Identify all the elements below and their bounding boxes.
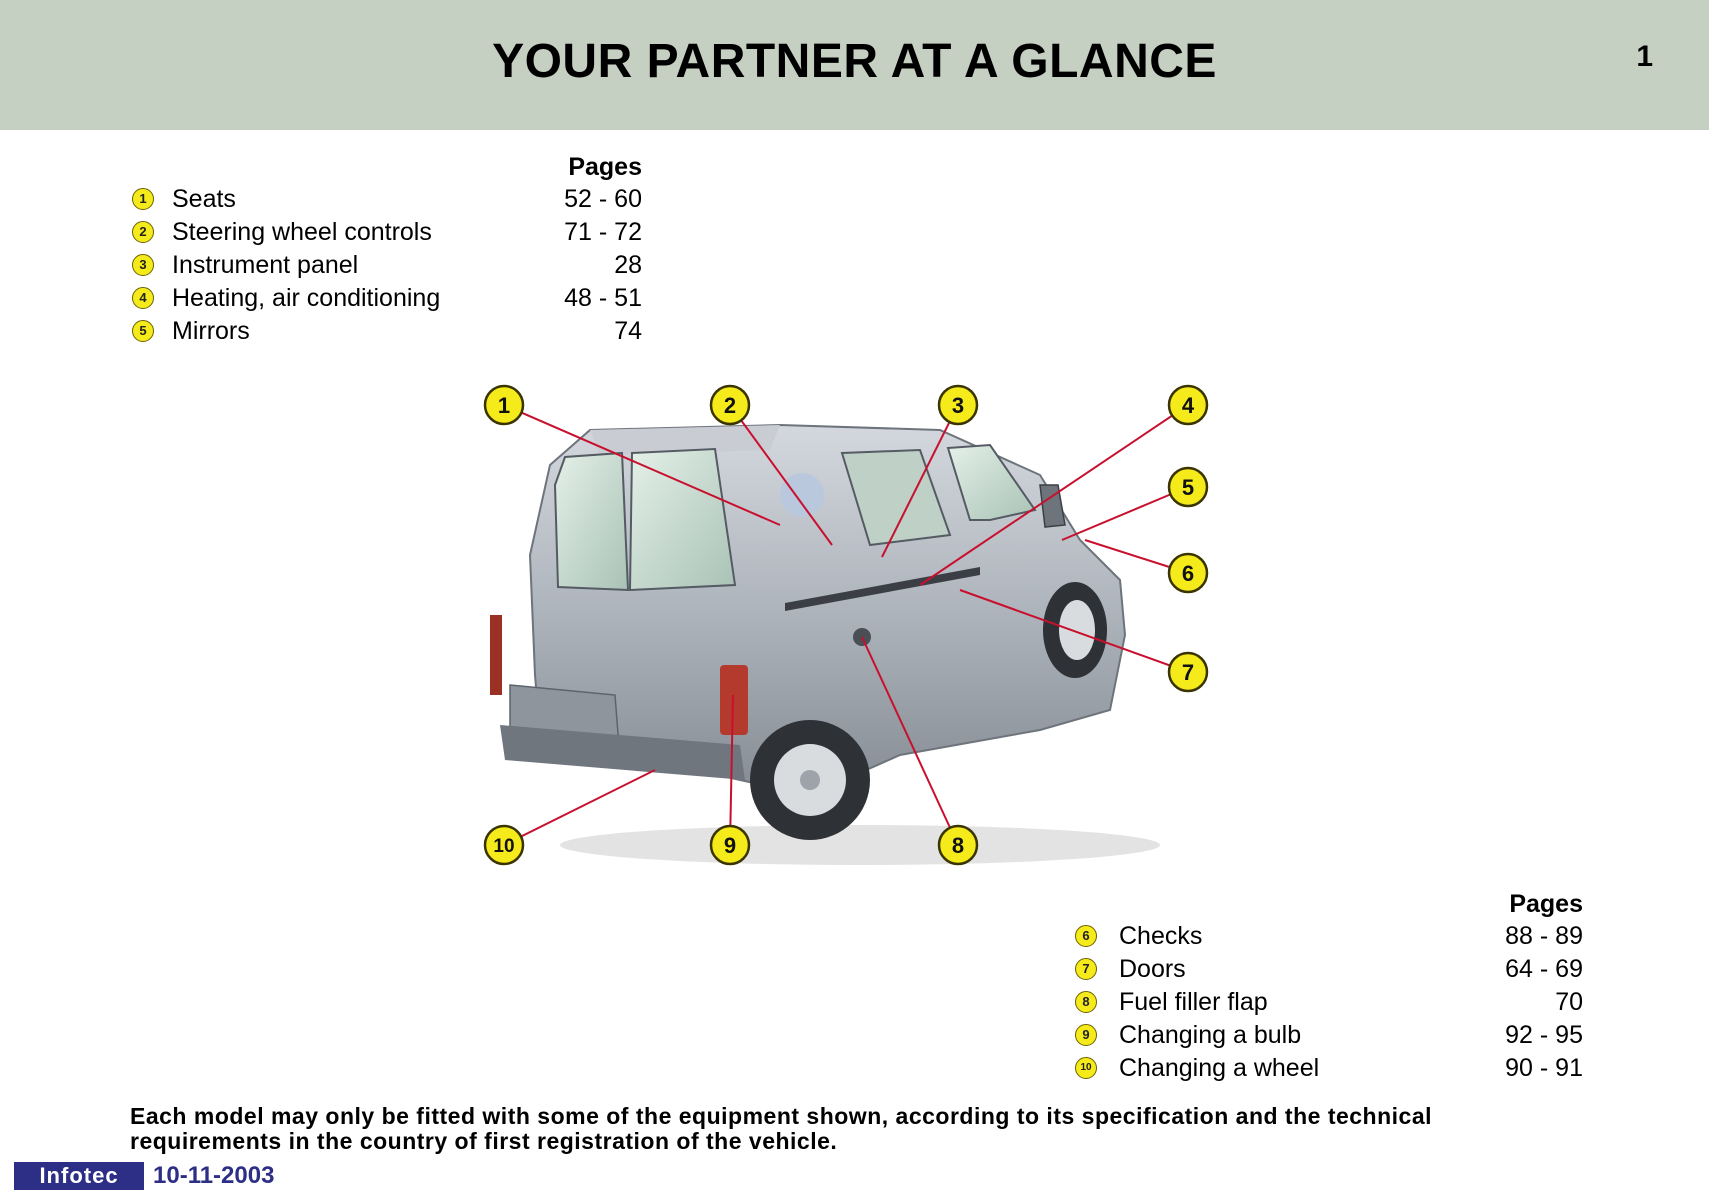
toc-item-changing-a-wheel[interactable]: 10 Changing a wheel 90 - 91 [1075, 1052, 1583, 1085]
toc-item-pages: 90 - 91 [1505, 1054, 1583, 1082]
callout-4-number: 4 [1182, 393, 1195, 418]
toc-item-changing-a-bulb[interactable]: 9 Changing a bulb 92 - 95 [1075, 1019, 1583, 1052]
callout-4-marker: 4 [1167, 384, 1209, 426]
toc-item-doors[interactable]: 7 Doors 64 - 69 [1075, 953, 1583, 986]
toc-item-heating-air-conditioning[interactable]: 4 Heating, air conditioning 48 - 51 [132, 282, 642, 315]
callout-1-marker: 1 [483, 384, 525, 426]
callout-3-number: 3 [952, 393, 964, 418]
toc-bottom-heading: Pages [1509, 890, 1583, 918]
leader-line-4 [919, 404, 1189, 586]
toc-item-label: Seats [172, 185, 236, 213]
callout-4-icon: 4 [132, 287, 154, 309]
toc-item-pages: 71 - 72 [564, 218, 642, 246]
toc-item-pages: 48 - 51 [564, 284, 642, 312]
callout-6-icon: 6 [1075, 925, 1097, 947]
callout-markers: 1 2 3 4 5 6 7 8 [483, 384, 1209, 866]
toc-item-label: Doors [1119, 955, 1186, 983]
callout-5-icon: 5 [132, 320, 154, 342]
callout-7-marker: 7 [1167, 651, 1209, 693]
toc-item-label: Mirrors [172, 317, 250, 345]
equipment-note: Each model may only be fitted with some … [130, 1103, 1433, 1154]
toc-item-pages: 70 [1555, 988, 1583, 1016]
toc-bottom: Pages 6 Checks 88 - 89 7 Doors 64 - 69 8… [1075, 888, 1583, 1085]
callout-8-icon: 8 [1075, 991, 1097, 1013]
toc-item-label: Changing a bulb [1119, 1021, 1302, 1049]
toc-item-pages: 92 - 95 [1505, 1021, 1583, 1049]
leader-line-1 [503, 404, 781, 526]
callout-1-number: 1 [498, 393, 510, 418]
vehicle-diagram: 1 2 3 4 5 6 7 8 [483, 384, 1209, 866]
callout-10-marker: 10 [483, 824, 525, 866]
toc-item-label: Instrument panel [172, 251, 359, 279]
leader-line-5 [1061, 486, 1189, 541]
toc-item-pages: 52 - 60 [564, 185, 642, 213]
toc-item-pages: 64 - 69 [1505, 955, 1583, 983]
callout-10-icon: 10 [1075, 1057, 1097, 1079]
callout-2-number: 2 [724, 393, 736, 418]
callout-3-icon: 3 [132, 254, 154, 276]
toc-item-instrument-panel[interactable]: 3 Instrument panel 28 [132, 249, 642, 282]
toc-item-pages: 28 [614, 251, 642, 279]
header-band: YOUR PARTNER AT A GLANCE 1 [0, 0, 1709, 130]
callout-6-marker: 6 [1167, 552, 1209, 594]
callout-10-number: 10 [493, 836, 514, 857]
toc-item-label: Heating, air conditioning [172, 284, 441, 312]
callout-9-number: 9 [724, 833, 736, 858]
leader-line-10 [503, 769, 656, 846]
toc-item-seats[interactable]: 1 Seats 52 - 60 [132, 183, 642, 216]
toc-item-label: Steering wheel controls [172, 218, 432, 246]
callout-8-number: 8 [952, 833, 964, 858]
toc-item-fuel-filler-flap[interactable]: 8 Fuel filler flap 70 [1075, 986, 1583, 1019]
callout-3-marker: 3 [937, 384, 979, 426]
infotec-logo: Infotec [14, 1162, 144, 1190]
callout-2-marker: 2 [709, 384, 751, 426]
callout-7-icon: 7 [1075, 958, 1097, 980]
toc-item-checks[interactable]: 6 Checks 88 - 89 [1075, 920, 1583, 953]
toc-item-pages: 88 - 89 [1505, 922, 1583, 950]
toc-item-steering-wheel-controls[interactable]: 2 Steering wheel controls 71 - 72 [132, 216, 642, 249]
callout-1-icon: 1 [132, 188, 154, 210]
callout-5-number: 5 [1182, 475, 1194, 500]
callout-2-icon: 2 [132, 221, 154, 243]
toc-item-pages: 74 [614, 317, 642, 345]
leader-line-2 [729, 404, 833, 546]
leader-line-9 [729, 694, 734, 846]
toc-top-heading: Pages [568, 153, 642, 181]
page-number: 1 [1636, 40, 1653, 73]
toc-item-label: Checks [1119, 922, 1203, 950]
footer-date: 10-11-2003 [153, 1162, 275, 1189]
toc-item-label: Fuel filler flap [1119, 988, 1268, 1016]
toc-item-mirrors[interactable]: 5 Mirrors 74 [132, 315, 642, 348]
toc-item-label: Changing a wheel [1119, 1054, 1320, 1082]
toc-top: Pages 1 Seats 52 - 60 2 Steering wheel c… [132, 151, 642, 348]
leader-line-8 [861, 636, 959, 846]
callout-5-marker: 5 [1167, 466, 1209, 508]
page-title: YOUR PARTNER AT A GLANCE [492, 35, 1217, 88]
callout-leaders [503, 404, 1189, 846]
callout-9-marker: 9 [709, 824, 751, 866]
leader-line-7 [959, 589, 1189, 673]
van-illustration [490, 423, 1160, 865]
callout-7-number: 7 [1182, 660, 1194, 685]
callout-8-marker: 8 [937, 824, 979, 866]
callout-6-number: 6 [1182, 561, 1194, 586]
callout-9-icon: 9 [1075, 1024, 1097, 1046]
leader-line-3 [881, 404, 959, 558]
